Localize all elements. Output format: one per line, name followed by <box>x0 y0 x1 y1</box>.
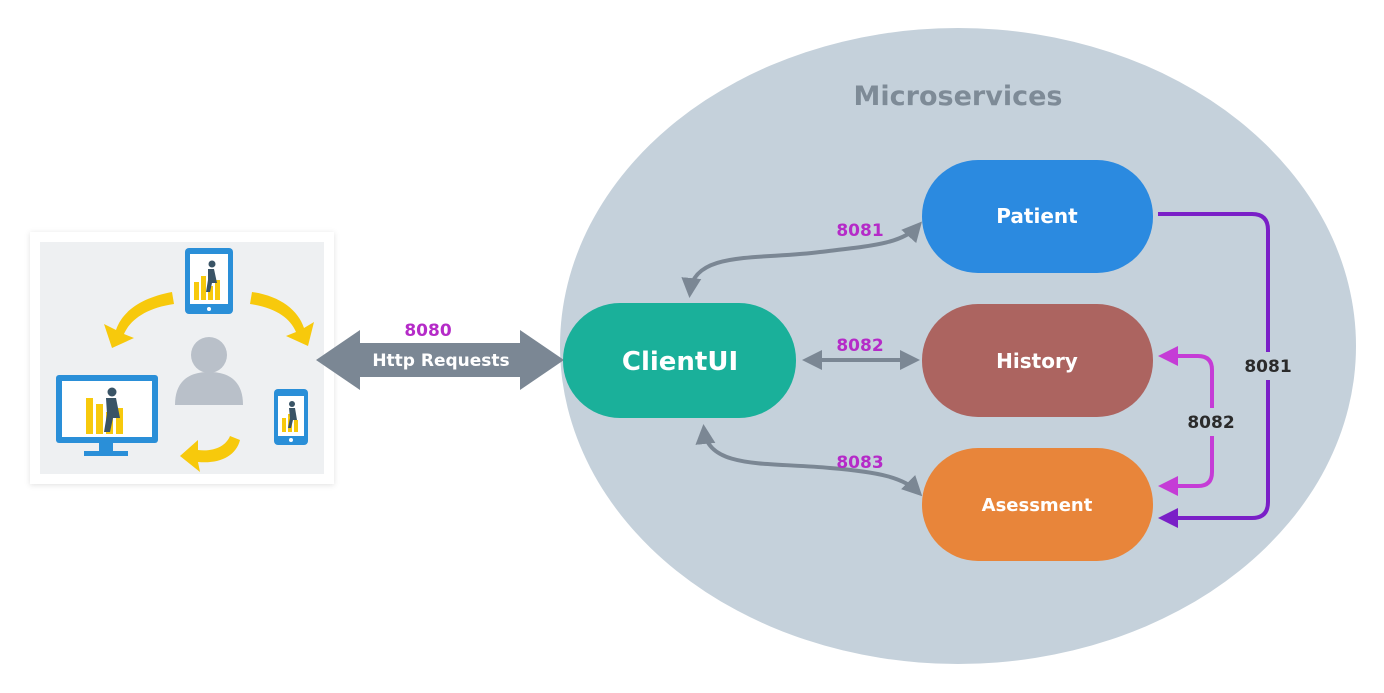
http-requests-arrow <box>316 330 564 390</box>
phone-icon <box>274 389 308 445</box>
clientui-assessment-port: 8083 <box>836 453 883 473</box>
tablet-icon <box>185 248 233 314</box>
client-devices-illustration <box>30 232 334 484</box>
assessment-label: Asessment <box>982 495 1093 516</box>
patient-node: Patient <box>922 160 1153 273</box>
patient-assessment-port: 8081 <box>1244 357 1291 377</box>
clientui-history-port: 8082 <box>836 336 883 356</box>
user-avatar-icon <box>175 337 243 405</box>
patient-label: Patient <box>996 204 1078 228</box>
clientui-assessment-arrow <box>695 424 923 497</box>
cluster-title: Microservices <box>854 81 1063 112</box>
clientui-node: ClientUI <box>563 303 796 418</box>
assessment-node: Asessment <box>922 448 1153 561</box>
clientui-patient-arrow <box>681 221 922 298</box>
clientui-label: ClientUI <box>622 347 738 377</box>
history-label: History <box>996 349 1078 373</box>
http-port-label: 8080 <box>404 321 451 341</box>
history-node: History <box>922 304 1153 417</box>
http-requests-label: Http Requests <box>372 351 509 371</box>
clientui-patient-port: 8081 <box>836 221 883 241</box>
history-assessment-port: 8082 <box>1187 413 1234 433</box>
sync-arrows-icon <box>104 292 314 472</box>
monitor-icon <box>56 375 158 456</box>
